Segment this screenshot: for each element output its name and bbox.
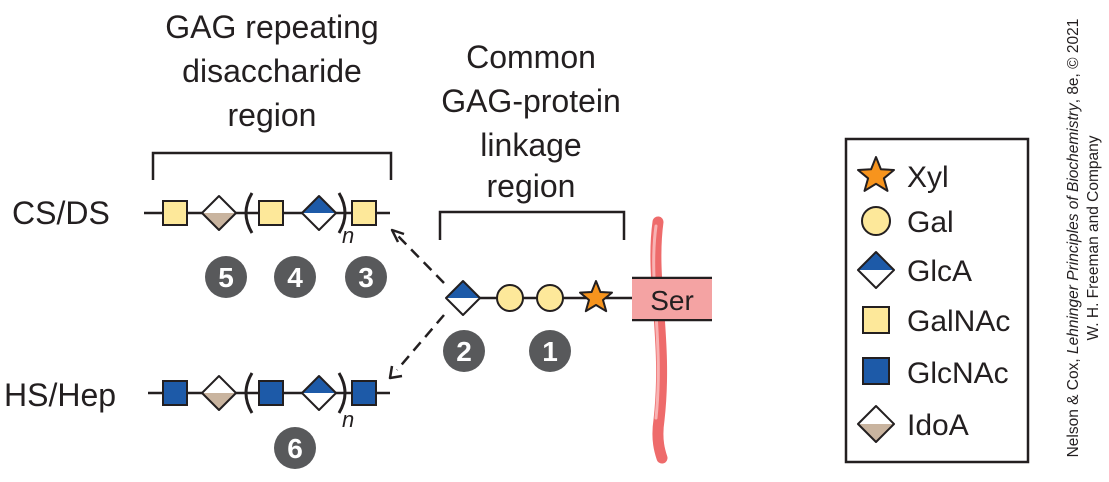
credit-text: Nelson & Cox, Lehninger Principles of Bi…: [1065, 19, 1102, 458]
gag-region-line-2: disaccharide: [182, 53, 362, 89]
legend-label-glca: GlcA: [907, 255, 972, 288]
galnac-square-icon: [258, 200, 284, 226]
glcnac-square-icon: [258, 380, 284, 406]
step-badge-5: 5: [205, 256, 247, 298]
step-badge-6: 6: [274, 427, 316, 469]
ser-label: Ser: [650, 285, 694, 316]
idoa-diamond-icon: [201, 195, 237, 231]
glca-diamond-icon: [301, 375, 337, 411]
step-badge-1: 1: [529, 330, 571, 372]
ser-residue: Ser: [632, 276, 712, 322]
cs-ds-label: CS/DS: [12, 195, 110, 231]
gal-circle-icon: [496, 284, 524, 312]
legend-yellow-square-icon: [862, 306, 890, 334]
svg-text:4: 4: [287, 262, 303, 293]
svg-text:5: 5: [218, 262, 234, 293]
arrow-to-cs-ds: [390, 228, 445, 284]
legend: Xyl Gal GlcA GalNAc GlcNAc IdoA: [844, 137, 1030, 464]
linkage-region-line-2: GAG-protein: [441, 83, 621, 119]
legend-star-icon: [857, 156, 895, 192]
credit-book-title: Lehninger Principles of Biochemistry: [1065, 102, 1082, 354]
gag-region-label: GAG repeating disaccharide region: [165, 9, 378, 133]
credit-edition: , 8e, © 2021: [1065, 19, 1082, 104]
repeat-close-paren: [337, 192, 347, 234]
glca-diamond-icon: [445, 280, 481, 316]
membrane-line: [650, 216, 668, 464]
credit-line-2: W. H. Freeman and Company: [1085, 135, 1102, 340]
glca-diamond-icon: [301, 195, 337, 231]
step-badge-3: 3: [345, 256, 387, 298]
legend-label-gal: Gal: [907, 206, 954, 239]
galnac-square-icon: [351, 200, 377, 226]
legend-circle-icon: [861, 206, 891, 236]
step-badge-4: 4: [274, 256, 316, 298]
glcnac-square-icon: [162, 380, 188, 406]
legend-label-xyl: Xyl: [907, 161, 949, 194]
gag-region-line-1: GAG repeating: [165, 9, 378, 45]
svg-text:1: 1: [542, 336, 558, 367]
credit-line-1: Nelson & Cox, Lehninger Principles of Bi…: [1065, 19, 1082, 458]
legend-label-idoa: IdoA: [907, 409, 969, 442]
idoa-diamond-icon: [201, 375, 237, 411]
legend-label-glcnac: GlcNAc: [907, 357, 1009, 390]
repeat-n-label: n: [342, 407, 354, 432]
svg-text:3: 3: [358, 262, 374, 293]
step-badge-2: 2: [443, 330, 485, 372]
glcnac-square-icon: [351, 380, 377, 406]
repeat-open-paren: [244, 192, 254, 234]
svg-text:2: 2: [456, 336, 472, 367]
gag-region-bracket: [151, 151, 393, 180]
linkage-region-label: Common GAG-protein linkage region: [441, 39, 621, 204]
gag-region-line-3: region: [228, 97, 317, 133]
ser-box: [632, 279, 712, 319]
xyl-star-icon: [579, 280, 613, 313]
linkage-region-bracket: [438, 210, 626, 240]
gal-circle-icon: [536, 284, 564, 312]
galnac-square-icon: [162, 200, 188, 226]
repeat-close-paren: [337, 372, 347, 414]
svg-text:6: 6: [287, 433, 303, 464]
legend-half-blue-diamond-icon: [857, 251, 895, 289]
repeat-n-label: n: [342, 223, 354, 248]
linkage-region-line-1: Common: [466, 39, 596, 75]
hs-hep-label: HS/Hep: [4, 377, 116, 413]
linkage-region-line-3: linkage: [480, 127, 581, 163]
arrow-to-hs-hep: [388, 314, 445, 380]
legend-half-tan-diamond-icon: [857, 405, 895, 443]
legend-blue-square-icon: [862, 357, 890, 385]
legend-label-galnac: GalNAc: [907, 305, 1010, 338]
linkage-region-line-4: region: [487, 168, 576, 204]
repeat-open-paren: [244, 372, 254, 414]
credit-authors: Nelson & Cox,: [1065, 354, 1082, 457]
